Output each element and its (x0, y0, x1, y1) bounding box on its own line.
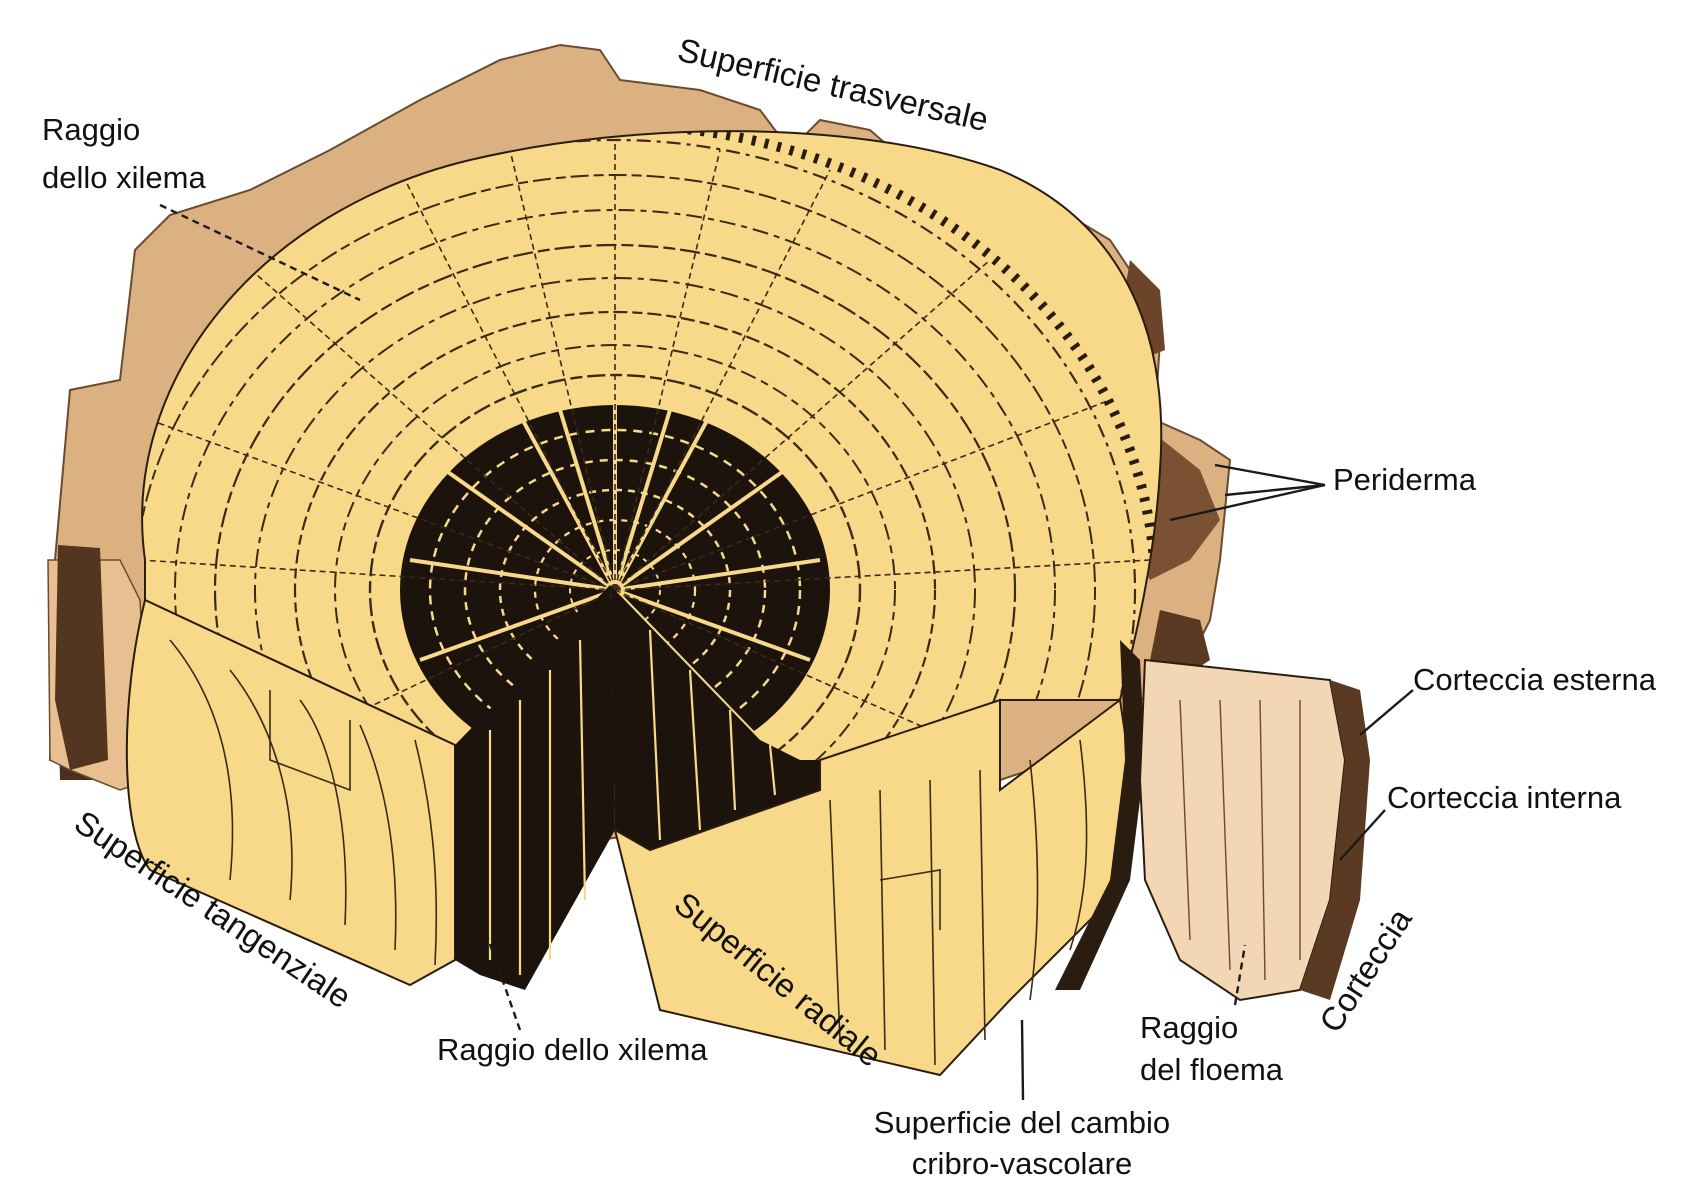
radial-grain (829, 739, 1088, 1066)
label-corteccia-interna: Corteccia interna (1387, 780, 1622, 815)
cambium-strip (1055, 640, 1145, 990)
outer-bark-layer (1300, 680, 1370, 1000)
radial-notch-dark (455, 585, 615, 990)
label-cambio-2: cribro-vascolare (912, 1146, 1133, 1181)
leader-raggio-xilema-bottom (483, 929, 522, 1031)
label-raggio-floema-2: del floema (1140, 1052, 1284, 1087)
radial-notch-dark (610, 585, 820, 850)
label-raggio-xilema-top-1: Raggio (42, 112, 140, 147)
label-raggio-xilema-bottom: Raggio dello xilema (437, 1032, 708, 1067)
label-raggio-floema-1: Raggio (1140, 1010, 1238, 1045)
bark-left-dark (55, 545, 108, 770)
leader-periderma-3 (1169, 483, 1326, 522)
label-cambio-1: Superficie del cambio (874, 1105, 1170, 1140)
leader-corteccia-esterna (1359, 689, 1414, 736)
xylem-rays-outer (142, 140, 1151, 741)
front-block (125, 585, 1370, 1077)
tangential-face (125, 598, 456, 987)
leader-cambio (1020, 1019, 1025, 1101)
phloem-grain (1179, 699, 1301, 981)
leader-corteccia-interna (1339, 809, 1386, 861)
radial-grain-light (488, 629, 777, 975)
tangential-grain (169, 639, 438, 966)
label-raggio-xilema-top-2: dello xilema (42, 160, 206, 195)
label-corteccia-esterna: Corteccia esterna (1413, 662, 1657, 697)
label-periderma: Periderma (1333, 462, 1477, 497)
leader-raggio-floema (1233, 944, 1247, 1006)
leader-lines (159, 203, 1414, 1101)
leader-periderma-1 (1214, 463, 1326, 487)
leader-periderma-2 (1224, 483, 1326, 497)
leader-raggio-xilema-top (159, 203, 361, 302)
radial-face (613, 698, 1137, 1077)
